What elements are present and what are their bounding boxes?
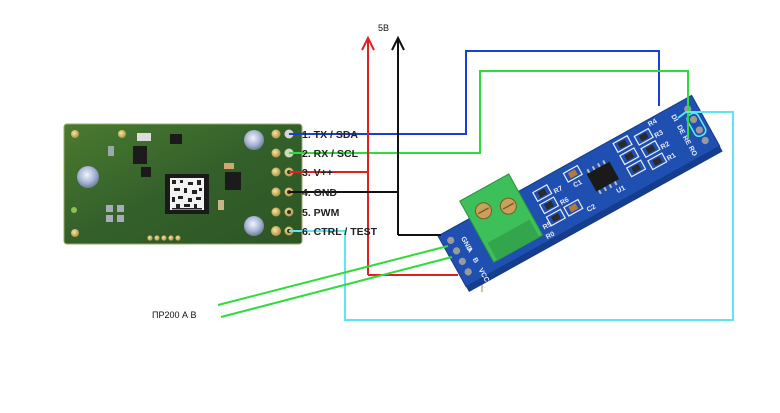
screw-icon <box>244 216 264 236</box>
wire-bus-b <box>220 256 453 318</box>
component-icon <box>106 205 113 212</box>
pin-label-rx-scl: 2. RX / SCL <box>302 148 359 160</box>
wire-rx-scl <box>289 70 689 154</box>
terminal-block <box>459 173 544 263</box>
pin-label-vpp: 3. V++ <box>302 167 333 179</box>
pin-label-b: B <box>471 257 480 265</box>
pad-icon <box>71 207 77 213</box>
label-r5: R5 <box>542 221 553 232</box>
component-icon <box>117 205 124 212</box>
pin-label-tx-sda: 1. TX / SDA <box>302 129 358 141</box>
pin-label-gnd-sensor: 4. GND <box>302 187 337 199</box>
component-icon <box>225 172 241 190</box>
pin-label-pwm: 5. PWM <box>302 207 340 219</box>
pin-label-di: DI <box>669 114 679 124</box>
component-icon <box>108 146 114 156</box>
pad-icon <box>71 229 79 237</box>
component-icon <box>117 215 124 222</box>
module-right-pins <box>684 105 709 145</box>
wire-bus-a <box>217 245 449 306</box>
sensor-board <box>63 123 303 245</box>
bus-label: ПР200 А В <box>152 310 197 320</box>
component-icon <box>141 167 151 177</box>
rs485-module: GND A B VCC <box>437 94 723 293</box>
wire-tx-sda <box>289 50 660 135</box>
wire-ctrl-test <box>289 111 734 321</box>
component-icon <box>106 215 113 222</box>
label-r3: R3 <box>653 129 664 140</box>
pin-label-a: A <box>465 246 474 254</box>
pin-label-ctrl-test: 6. CTRL / TEST <box>302 226 378 238</box>
label-r1: R1 <box>666 152 677 163</box>
pin-label-re: RE <box>681 135 692 147</box>
component-icon <box>224 163 234 169</box>
module-left-pins <box>447 236 472 276</box>
pad-icon <box>71 130 79 138</box>
label-r0: R0 <box>545 231 556 242</box>
label-r2: R2 <box>660 141 671 152</box>
component-icon <box>133 146 147 164</box>
component-icon <box>218 200 224 210</box>
arrow-up-black-icon <box>391 35 405 51</box>
label-r6: R6 <box>559 196 570 207</box>
de-re-bridge <box>686 112 707 138</box>
label-c1: C1 <box>572 179 583 190</box>
arrow-up-red-icon <box>361 35 375 51</box>
screw-icon <box>77 166 99 188</box>
label-c2: C2 <box>586 203 597 214</box>
pin-label-de: DE <box>675 124 686 136</box>
screw-icon <box>244 130 264 150</box>
pin-label-ro: RO <box>687 145 698 158</box>
u1-chip <box>586 161 620 192</box>
supply-label: 5В <box>378 23 389 33</box>
label-r4: R4 <box>647 118 658 129</box>
component-icon <box>170 134 182 144</box>
pad-icon <box>118 130 126 138</box>
component-icon <box>137 133 151 141</box>
label-u1: U1 <box>615 185 626 196</box>
label-r7: R7 <box>553 185 564 196</box>
